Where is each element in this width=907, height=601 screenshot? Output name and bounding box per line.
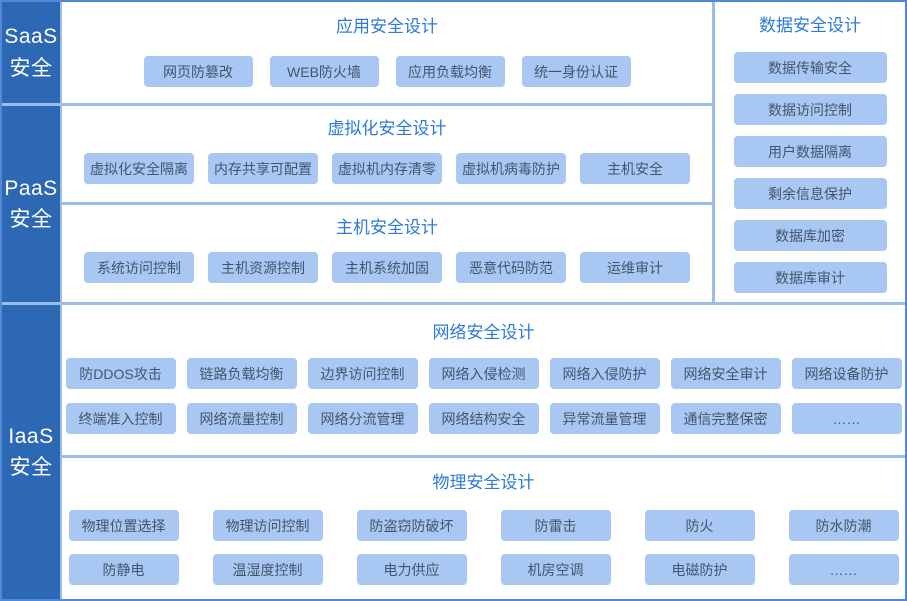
chip: 用户数据隔离 [733, 136, 887, 167]
chip: 链路负载均衡 [186, 358, 297, 389]
upper-region: 应用安全设计 网页防篡改 WEB防火墙应用负载均衡统一身份认证 虚拟化安全设计 虚… [62, 2, 905, 302]
chip: 边界访问控制 [307, 358, 418, 389]
chip: 主机资源控制 [208, 252, 318, 283]
section-virtualization-security: 虚拟化安全设计 虚拟化安全隔离内存共享可配置虚拟机内存清零虚拟机病毒防护主机安全 [62, 106, 712, 202]
section-host-security: 主机安全设计 系统访问控制主机资源控制主机系统加固恶意代码防范运维审计 [62, 205, 712, 302]
chip: 异常流量管理 [549, 403, 660, 434]
chip: 防火 [644, 510, 755, 541]
section-network-security: 网络安全设计 防DDOS攻击链路负载均衡边界访问控制网络入侵检测网络入侵防护网络… [62, 305, 905, 455]
chip: 运维审计 [580, 252, 690, 283]
physical-chip-row-2: 防静电 温湿度控制 电力供应 机房空调 电磁防护 …… [62, 554, 905, 585]
application-security-title: 应用安全设计 [336, 17, 438, 36]
chip: 防静电 [68, 554, 179, 585]
iaas-label-line1: IaaS [8, 424, 54, 448]
host-chip-row: 系统访问控制主机资源控制主机系统加固恶意代码防范运维审计 [62, 252, 712, 283]
chip: 电磁防护 [644, 554, 755, 585]
chip: 网络入侵检测 [428, 358, 539, 389]
chip: 数据库审计 [733, 262, 887, 293]
chip: WEB防火墙 [269, 56, 379, 87]
chip: 网络设备防护 [791, 358, 902, 389]
sidebar-item-paas-security: PaaS 安全 [2, 106, 60, 302]
chip: 网络结构安全 [428, 403, 539, 434]
section-data-security: 数据安全设计 数据传输安全数据访问控制用户数据隔离剩余信息保护数据库加密数据库审… [715, 2, 905, 302]
application-chip-row: 网页防篡改 WEB防火墙应用负载均衡统一身份认证 [62, 56, 712, 87]
divider [62, 455, 905, 458]
chip: 终端准入控制 [65, 403, 176, 434]
saas-label-line1: SaaS [4, 25, 58, 48]
chip: 虚拟机内存清零 [332, 153, 442, 184]
chip: 物理位置选择 [68, 510, 179, 541]
chip: 剩余信息保护 [733, 178, 887, 209]
chip: 机房空调 [500, 554, 611, 585]
chip: 网络安全审计 [670, 358, 781, 389]
physical-security-title: 物理安全设计 [432, 473, 535, 492]
divider [712, 2, 715, 302]
chip: 数据访问控制 [733, 94, 887, 125]
diagram-content: 应用安全设计 网页防篡改 WEB防火墙应用负载均衡统一身份认证 虚拟化安全设计 虚… [62, 2, 905, 599]
chip: 统一身份认证 [521, 56, 631, 87]
data-security-title: 数据安全设计 [759, 16, 861, 35]
divider [62, 202, 712, 205]
section-physical-security: 物理安全设计 物理位置选择 物理访问控制 防盗窃防破坏 防雷击 防火 防水防潮 防静电 温湿… [62, 458, 905, 599]
iaas-label-line2: 安全 [9, 456, 53, 479]
sidebar-item-saas-security: SaaS 安全 [2, 2, 60, 103]
paas-label-line1: PaaS [4, 176, 58, 200]
sidebar-item-iaas-security: IaaS 安全 [2, 305, 60, 599]
network-chip-row-2: 终端准入控制网络流量控制网络分流管理网络结构安全异常流量管理通信完整保密 …… [62, 403, 905, 434]
chip: 网络分流管理 [307, 403, 418, 434]
paas-label-line2: 安全 [9, 208, 53, 231]
host-security-title: 主机安全设计 [336, 218, 438, 237]
divider [62, 103, 712, 106]
chip: 系统访问控制 [84, 252, 194, 283]
network-chip-row-1: 防DDOS攻击链路负载均衡边界访问控制网络入侵检测网络入侵防护网络安全审计网络设… [62, 358, 905, 389]
chip: 应用负载均衡 [395, 56, 505, 87]
saas-label-line2: 安全 [9, 56, 53, 80]
chip: 虚拟机病毒防护 [456, 153, 566, 184]
chip: 防水防潮 [788, 510, 899, 541]
chip: 网络入侵防护 [549, 358, 660, 389]
divider [62, 302, 905, 305]
chip: 恶意代码防范 [456, 252, 566, 283]
chip: 物理访问控制 [212, 510, 323, 541]
chip: 电力供应 [356, 554, 467, 585]
section-application-security: 应用安全设计 网页防篡改 WEB防火墙应用负载均衡统一身份认证 [62, 2, 712, 103]
virtualization-chip-row: 虚拟化安全隔离内存共享可配置虚拟机内存清零虚拟机病毒防护主机安全 [62, 153, 712, 184]
chip: 温湿度控制 [212, 554, 323, 585]
upper-left-sections: 应用安全设计 网页防篡改 WEB防火墙应用负载均衡统一身份认证 虚拟化安全设计 虚… [62, 2, 712, 302]
layer-sidebar: SaaS 安全 PaaS 安全 IaaS 安全 [2, 2, 62, 599]
chip: 数据传输安全 [733, 52, 887, 83]
data-security-chip-list: 数据传输安全数据访问控制用户数据隔离剩余信息保护数据库加密数据库审计 [715, 38, 905, 293]
chip: 通信完整保密 [670, 403, 781, 434]
physical-chip-row-1: 物理位置选择 物理访问控制 防盗窃防破坏 防雷击 防火 防水防潮 [62, 510, 905, 541]
chip: 网络流量控制 [186, 403, 297, 434]
chip: 防盗窃防破坏 [356, 510, 467, 541]
network-security-title: 网络安全设计 [432, 323, 535, 342]
chip: 防DDOS攻击 [65, 358, 176, 389]
chip: 虚拟化安全隔离 [84, 153, 194, 184]
chip: 主机安全 [580, 153, 690, 184]
chip: 主机系统加固 [332, 252, 442, 283]
chip: 网页防篡改 [143, 56, 253, 87]
chip: …… [791, 403, 902, 434]
chip: 内存共享可配置 [208, 153, 318, 184]
chip: 防雷击 [500, 510, 611, 541]
lower-region: 网络安全设计 防DDOS攻击链路负载均衡边界访问控制网络入侵检测网络入侵防护网络… [62, 305, 905, 599]
virtualization-security-title: 虚拟化安全设计 [327, 119, 447, 138]
chip: 数据库加密 [733, 220, 887, 251]
chip: …… [788, 554, 899, 585]
